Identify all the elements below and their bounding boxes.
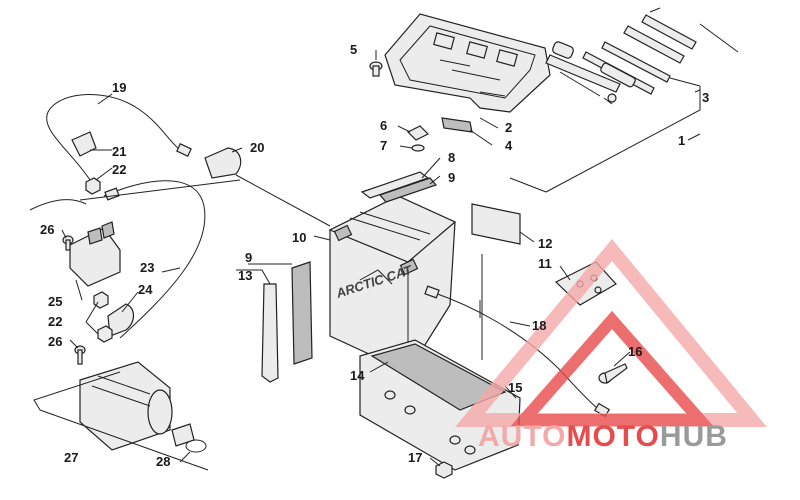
callout-17: 17 (408, 450, 422, 465)
watermark-logo (455, 239, 767, 427)
callout-22a: 22 (112, 162, 126, 177)
bolt-part-5 (369, 61, 383, 77)
callout-labels: 1234567899101112131415161718192021222223… (40, 42, 709, 469)
callout-5: 5 (350, 42, 357, 57)
foam-pad-part-4 (441, 117, 473, 133)
starter-motor-part-27 (79, 361, 173, 451)
nut-part-22-top (85, 177, 101, 195)
holddown-part-13 (261, 283, 279, 383)
tool-kit (545, 7, 739, 105)
o-ring-part-28 (185, 439, 207, 453)
callout-8: 8 (448, 150, 455, 165)
cable-part-19 (46, 94, 181, 181)
callout-10: 10 (292, 230, 306, 245)
callout-26b: 26 (48, 334, 62, 349)
callout-12: 12 (538, 236, 552, 251)
callout-25: 25 (48, 294, 62, 309)
watermark-text: AUTOMOTOHUB (478, 420, 728, 453)
callout-3: 3 (702, 90, 709, 105)
callout-26a: 26 (40, 222, 54, 237)
callout-20: 20 (250, 140, 264, 155)
tool-tray (384, 13, 551, 113)
cable-part-23 (103, 180, 206, 339)
callout-21: 21 (112, 144, 126, 159)
callout-19: 19 (112, 80, 126, 95)
callout-11: 11 (538, 256, 552, 271)
callout-13: 13 (238, 268, 252, 283)
leader-lines (29, 50, 701, 471)
callout-16: 16 (628, 344, 642, 359)
callout-6: 6 (380, 118, 387, 133)
callout-28: 28 (156, 454, 170, 469)
callout-1: 1 (678, 133, 685, 148)
pad-part-12 (471, 203, 521, 245)
callout-23: 23 (140, 260, 154, 275)
battery-tray (359, 339, 521, 471)
cable-lug-23 (104, 187, 120, 201)
battery: ARCTIC CAT (328, 195, 457, 373)
watermark-text-hub: HUB (660, 420, 728, 453)
boot-part-24 (107, 303, 135, 337)
strap-part-8 (360, 171, 430, 199)
screw-part-26a (62, 235, 74, 251)
cable-lug-19 (176, 143, 192, 157)
nut-part-22-mid (97, 325, 113, 343)
cable-lug-18a (424, 285, 440, 299)
washer-part-7 (411, 144, 425, 152)
callout-9a: 9 (448, 170, 455, 185)
watermark-text-auto: AUTO (478, 420, 566, 453)
screw-part-26b (74, 345, 86, 365)
watermark-text-moto: MOTO (566, 420, 659, 453)
callout-15: 15 (508, 380, 522, 395)
boot-part-20 (204, 147, 242, 179)
callout-22b: 22 (48, 314, 62, 329)
gear-shaft (171, 423, 195, 447)
pad-part-9-top (378, 177, 438, 203)
callout-9b: 9 (245, 250, 252, 265)
solenoid-part-25 (69, 221, 121, 287)
callout-18: 18 (532, 318, 546, 333)
callout-24: 24 (138, 282, 153, 297)
callout-14: 14 (350, 368, 365, 383)
watermark-triangle-inner (510, 310, 714, 426)
pad-part-9-side (291, 261, 313, 365)
cap-part-21 (71, 131, 97, 157)
screw-part-16 (598, 363, 628, 385)
callout-27: 27 (64, 450, 78, 465)
callout-4: 4 (505, 138, 513, 153)
nut-part-22-bottom (93, 291, 109, 309)
callout-2: 2 (505, 120, 512, 135)
wing-nut-part-6 (406, 125, 430, 141)
callout-7: 7 (380, 138, 387, 153)
battery-cable-18 (431, 291, 603, 413)
